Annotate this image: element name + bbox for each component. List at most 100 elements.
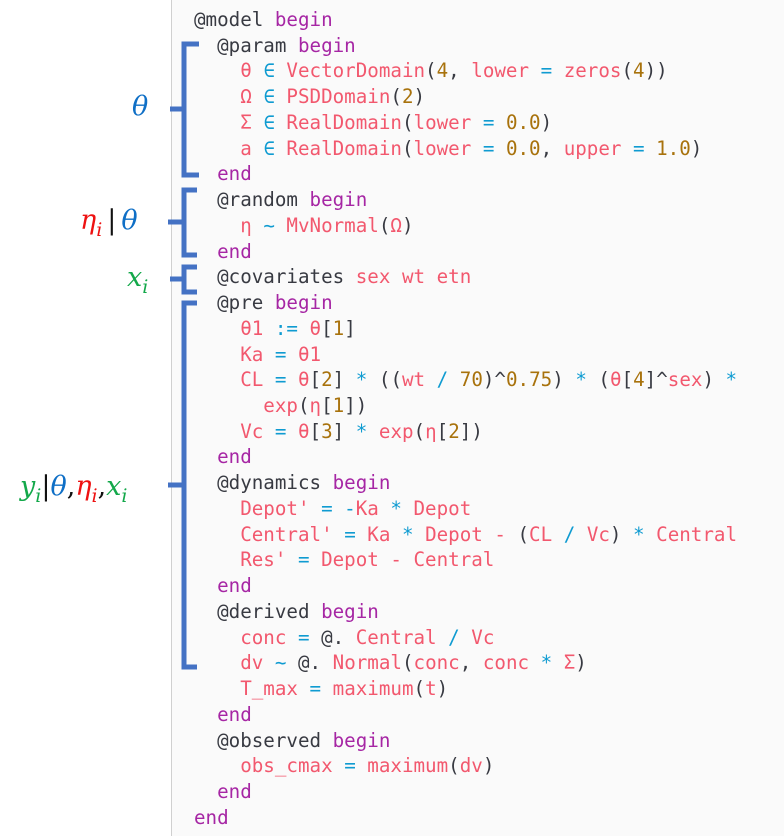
code-token: θ: [297, 419, 310, 443]
code-token: obs_cmax: [194, 754, 345, 778]
code-token: /: [563, 522, 587, 546]
code-token: ,: [540, 136, 564, 160]
code-token: 70: [459, 368, 483, 392]
label-eta-given-theta: ηi|θ: [80, 206, 138, 245]
bar-symbol: |: [107, 205, 117, 236]
code-line: Ka = θ1: [194, 342, 737, 368]
label-theta: θ: [132, 92, 148, 122]
code-token: begin: [274, 291, 333, 315]
code-token: *: [575, 368, 599, 392]
code-token: /: [436, 368, 460, 392]
code-token: maximum: [367, 754, 449, 778]
code-token: [: [621, 368, 634, 392]
code-line: end: [194, 161, 737, 187]
code-token: Ka: [355, 496, 391, 520]
code-token: ): [401, 213, 414, 237]
code-token: conc: [413, 651, 460, 675]
code-token: begin: [297, 33, 356, 57]
code-line: Central' = Ka * Depot - (CL / Vc) * Cent…: [194, 522, 737, 548]
code-line: end: [194, 239, 737, 265]
code-token: zeros: [563, 59, 622, 83]
code-token: dv: [194, 651, 275, 675]
code-token: lower: [471, 59, 541, 83]
code-token: ): [482, 754, 495, 778]
code-token: (: [517, 522, 530, 546]
code-token: exp: [378, 419, 414, 443]
code-token: Depot': [194, 496, 322, 520]
code-token: begin: [274, 8, 333, 31]
code-token: 3: [321, 419, 333, 443]
code-token: *: [355, 419, 379, 443]
bracket-observed: [168, 300, 197, 670]
code-line: @derived begin: [194, 599, 737, 625]
code-token: (: [425, 59, 437, 83]
code-line: @param begin: [194, 33, 737, 59]
code-token: =: [274, 342, 298, 366]
code-token: 1: [332, 394, 345, 418]
code-token: 2: [401, 85, 414, 109]
code-token: Vc: [586, 522, 610, 546]
code-token: ]: [344, 316, 356, 340]
code-token: ,: [448, 59, 472, 83]
code-token: Depot - Central: [321, 548, 495, 572]
code-token: @covariates: [194, 265, 356, 289]
code-token: [: [309, 419, 322, 443]
code-token: =: [274, 419, 298, 443]
code-token: end: [194, 162, 252, 186]
code-line: η ~ MvNormal(Ω): [194, 213, 737, 239]
code-token: @pre: [194, 291, 275, 315]
code-token: Central: [355, 625, 449, 649]
code-token: ): [552, 368, 576, 392]
code-token: t: [425, 677, 437, 701]
code-token: θ: [297, 368, 310, 392]
code-token: η: [425, 419, 437, 443]
y-subscript: i: [35, 485, 42, 507]
code-token: (: [297, 394, 310, 418]
code-token: =: [344, 522, 368, 546]
code-line: end: [194, 573, 737, 599]
code-token: /: [448, 625, 472, 649]
theta-symbol: θ: [50, 471, 67, 502]
code-token: Σ: [563, 651, 576, 675]
code-token: ~: [274, 651, 298, 675]
code-token: =: [482, 110, 506, 134]
theta-symbol: θ: [132, 91, 149, 122]
code-token: Central': [194, 522, 345, 546]
code-token: exp: [194, 394, 298, 418]
code-token: [: [309, 368, 322, 392]
code-token: =: [274, 368, 298, 392]
comma: ,: [97, 471, 107, 502]
code-line: Σ ∈ RealDomain(lower = 0.0): [194, 110, 737, 136]
code-line: Depot' = -Ka * Depot: [194, 496, 737, 522]
code-token: =: [540, 59, 564, 83]
code-token: θ: [609, 368, 622, 392]
code-token: sex: [667, 368, 703, 392]
theta-symbol: θ: [121, 205, 138, 236]
code-token: @random: [194, 188, 310, 212]
code-line: θ1 := θ[1]: [194, 316, 737, 342]
code-token: (: [413, 677, 426, 701]
code-token: @derived: [194, 599, 322, 623]
bracket-theta: [170, 41, 199, 178]
code-token: end: [194, 780, 252, 804]
code-token: *: [633, 522, 657, 546]
code-token: MvNormal: [286, 213, 379, 237]
code-token: ]: [332, 368, 356, 392]
code-token: 0.0: [505, 136, 541, 160]
code-token: 4: [633, 368, 645, 392]
code-token: ): [540, 110, 553, 134]
code-token: conc: [482, 651, 541, 675]
code-token: PSDDomain: [286, 85, 391, 109]
code-token: Ω: [194, 85, 264, 109]
code-token: 1.0: [656, 136, 691, 160]
code-token: θ1: [194, 316, 275, 340]
x-text: x: [127, 262, 143, 293]
code-token: (: [448, 754, 460, 778]
code-token: ): [690, 136, 703, 160]
code-token: (: [621, 59, 634, 83]
code-token: =: [297, 625, 322, 649]
code-line: @pre begin: [194, 290, 737, 316]
code-line: @model begin: [194, 7, 737, 33]
x-symbol: xi: [106, 471, 127, 508]
code-token: a: [194, 136, 264, 160]
